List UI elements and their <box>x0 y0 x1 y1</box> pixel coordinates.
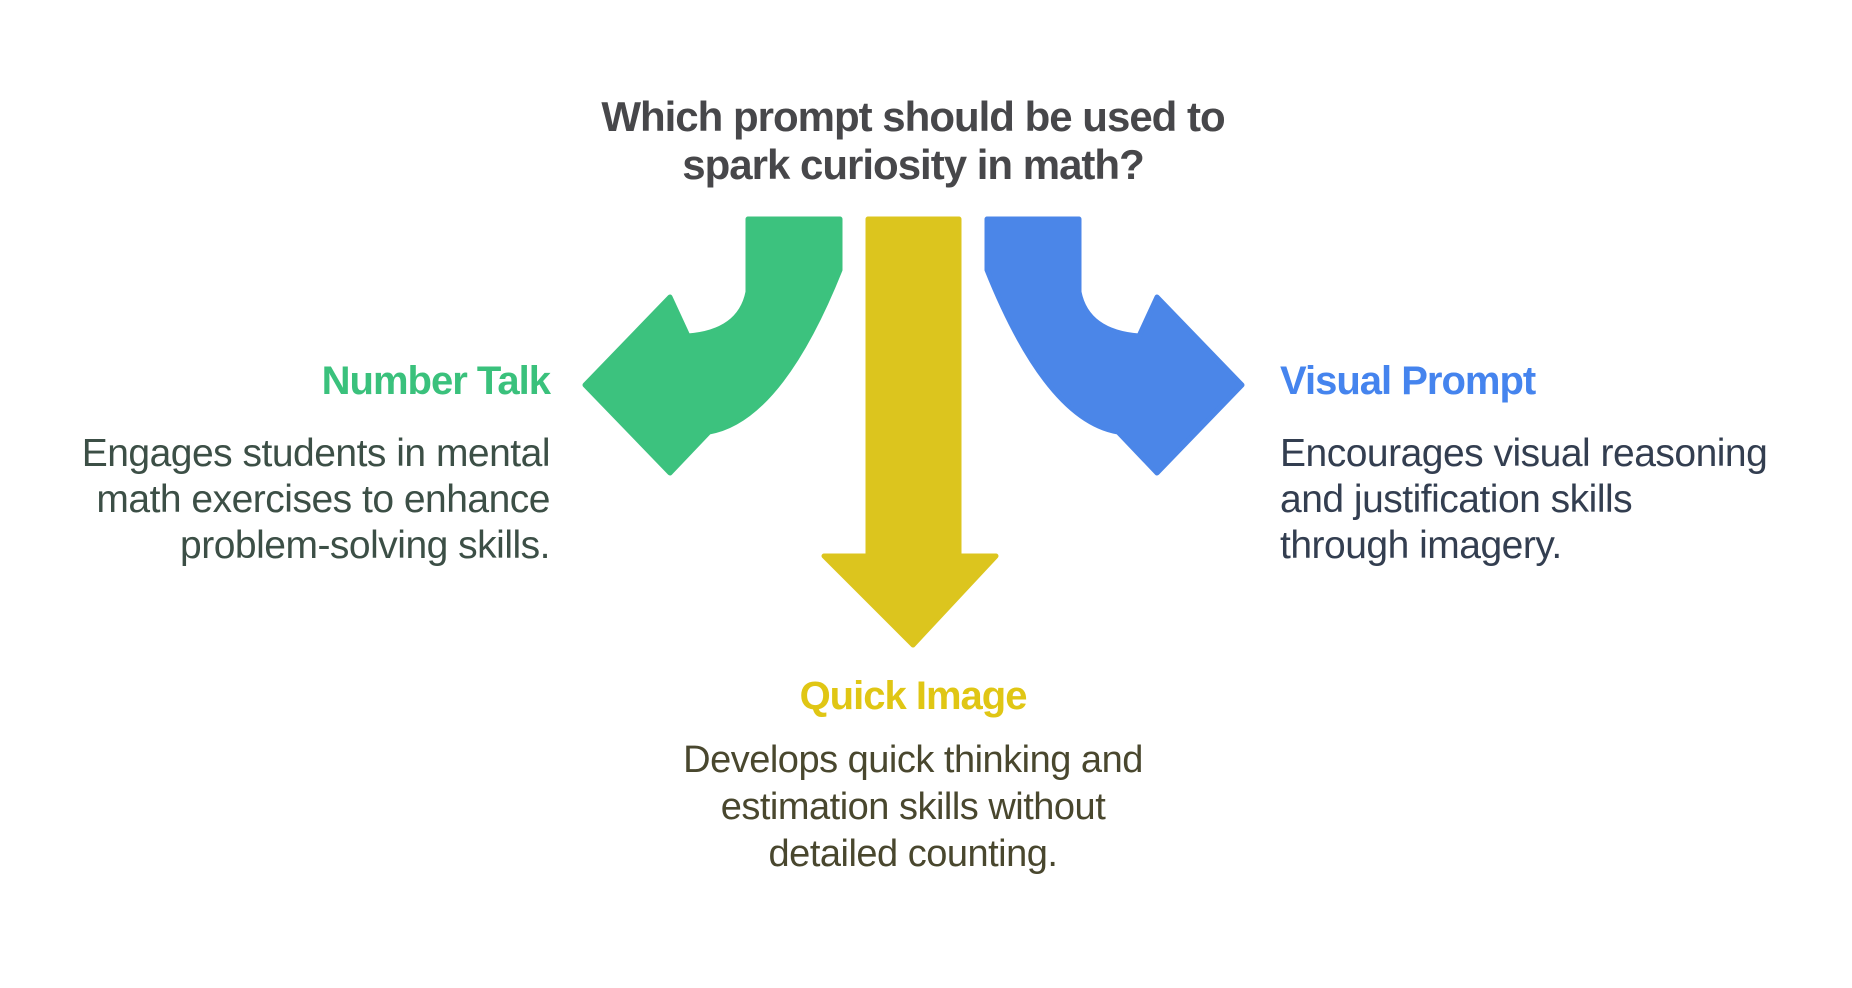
desc-line: estimation skills without <box>720 786 1106 828</box>
branch-desc-quick-image: Develops quick thinking and estimation s… <box>563 737 1263 878</box>
desc-line: Engages students in mental <box>81 432 551 475</box>
question-title-line-1: Which prompt should be used to <box>601 93 1225 140</box>
desc-line: Develops quick thinking and <box>683 739 1143 781</box>
desc-line: problem-solving skills. <box>180 524 550 567</box>
desc-line: detailed counting. <box>768 833 1058 875</box>
branch-desc-visual-prompt: Encourages visual reasoning and justific… <box>1280 431 1852 569</box>
desc-line: Encourages visual reasoning <box>1280 432 1768 475</box>
branch-desc-number-talk: Engages students in mental math exercise… <box>0 431 551 569</box>
straight-arrow-down-icon <box>821 216 999 648</box>
branch-label-visual-prompt: Visual Prompt <box>1280 359 1536 403</box>
branch-label-quick-image: Quick Image <box>799 674 1028 718</box>
branch-label-number-talk: Number Talk <box>321 359 551 403</box>
curved-arrow-right-icon <box>984 216 1245 476</box>
question-title: Which prompt should be used to spark cur… <box>413 93 1413 189</box>
question-title-line-2: spark curiosity in math? <box>682 141 1144 188</box>
curved-arrow-left-icon <box>582 216 843 476</box>
desc-line: math exercises to enhance <box>96 478 550 521</box>
desc-line: and justification skills <box>1280 478 1633 521</box>
desc-line: through imagery. <box>1280 524 1562 567</box>
